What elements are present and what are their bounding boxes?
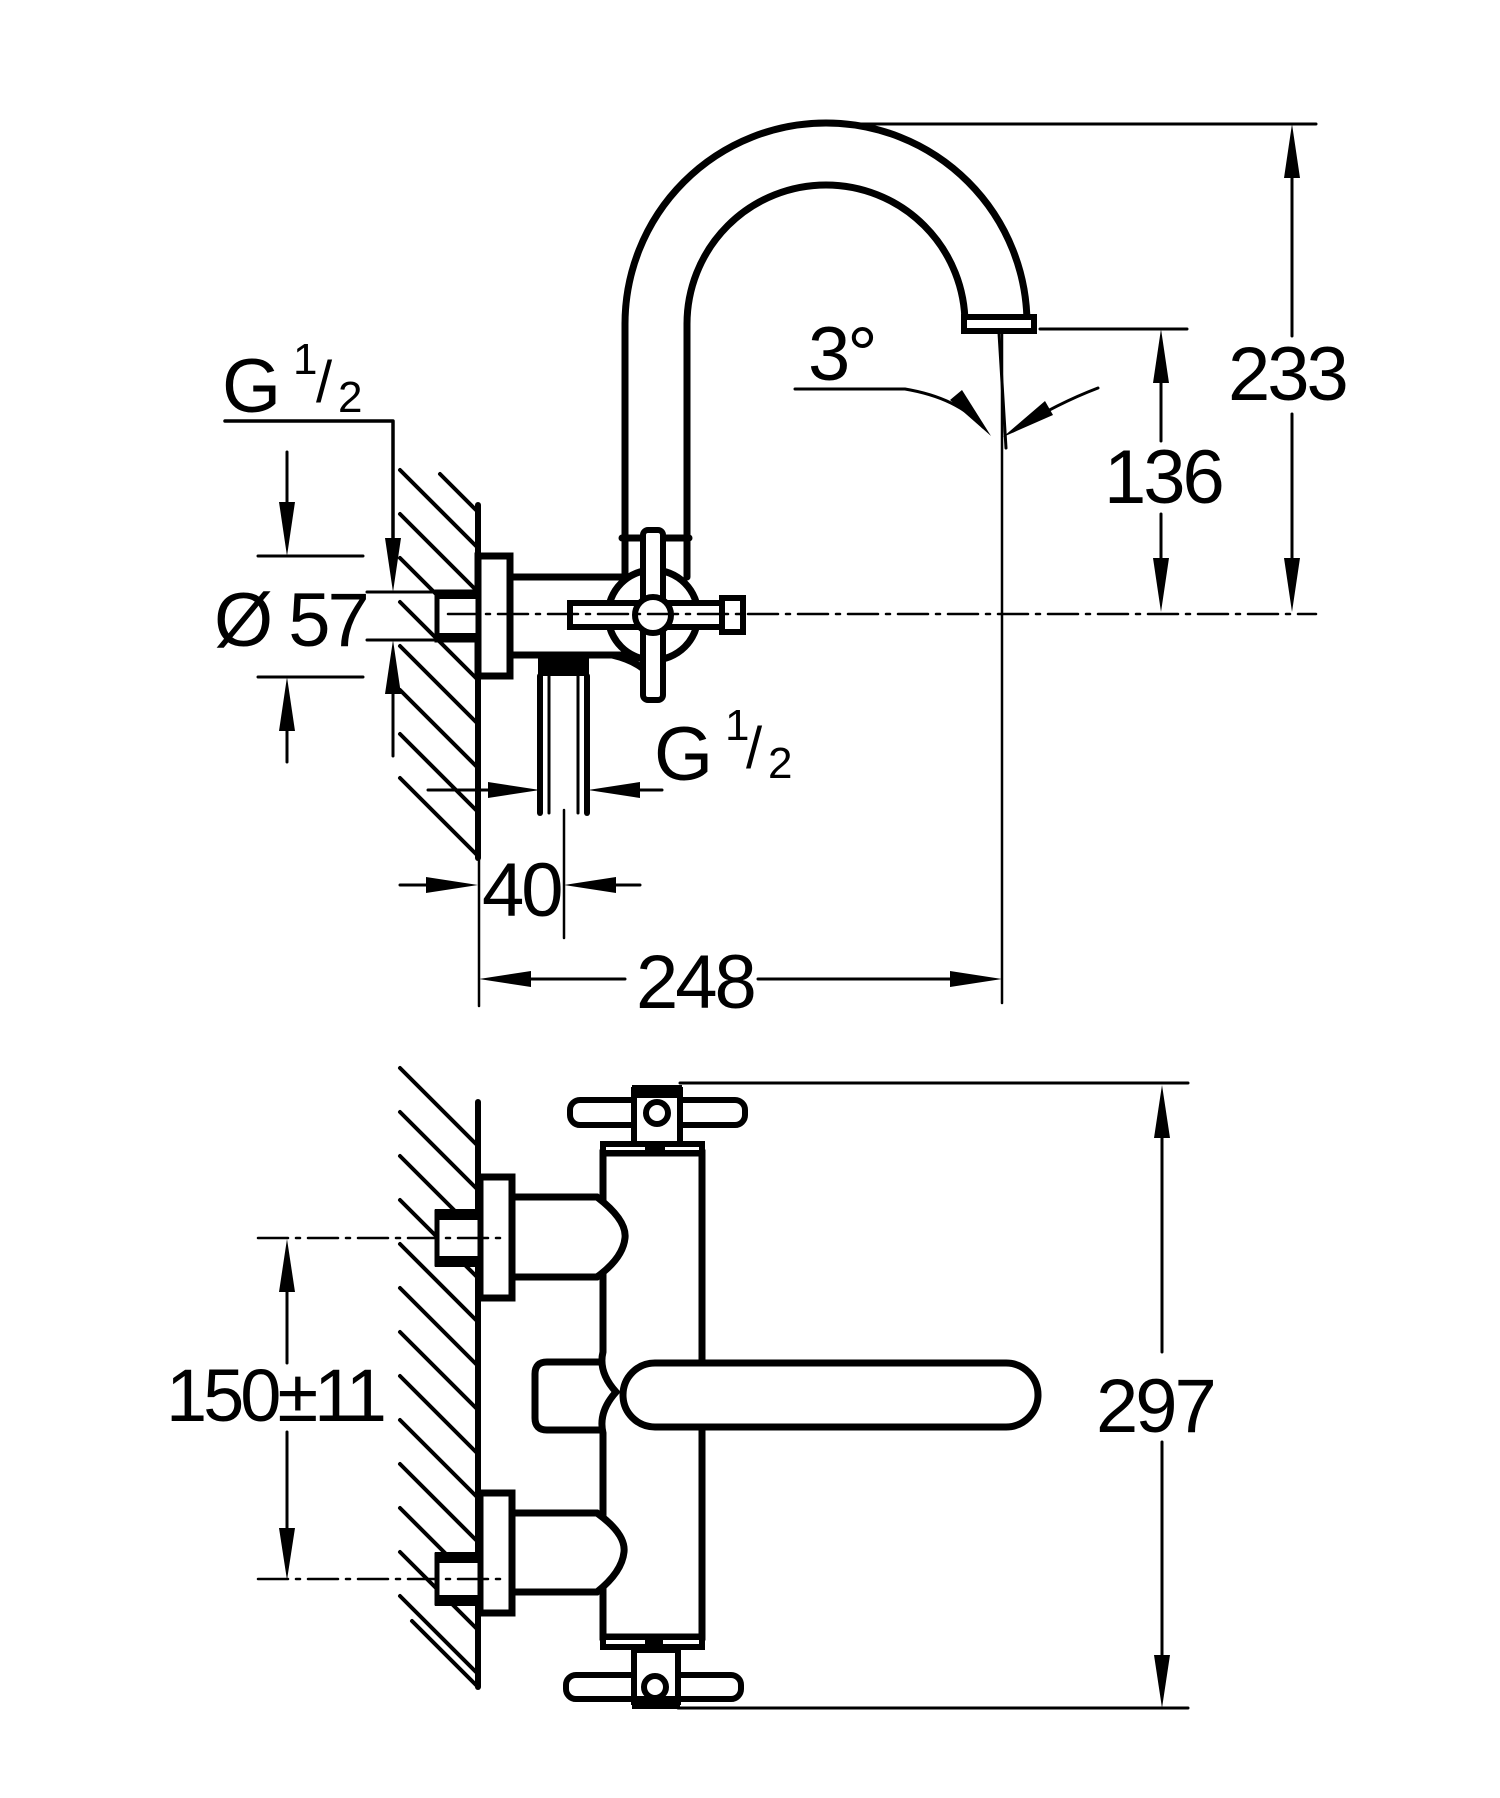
spout-stub [531, 1358, 604, 1434]
dimension-outlet-height: 136 [1104, 329, 1225, 612]
spout-thread-denominator: 2 [768, 739, 792, 788]
spout-outlet-rim [961, 314, 1037, 334]
outlet-height-label: 136 [1104, 435, 1222, 520]
spout-outer-arc [621, 119, 1031, 328]
dimension-spout-projection: 248 [479, 940, 1002, 1025]
dimension-overall-width: 297 [676, 1081, 1217, 1710]
dimension-connection-distance: 150±11 [166, 1239, 388, 1580]
hex-union [434, 589, 481, 643]
body-bottom-cap-key [645, 1635, 663, 1649]
lower-supply-pipe [508, 1509, 628, 1596]
wall-thread-numerator: 1 [293, 335, 317, 384]
dimension-outlet-offset: 40 [398, 808, 642, 1008]
wall-thread-label: G [222, 344, 278, 429]
dimension-spout-angle: 3° [793, 312, 1100, 450]
outlet-tube [537, 673, 590, 816]
overall-height-label: 233 [1228, 332, 1346, 417]
overall-width-label: 297 [1096, 1364, 1214, 1449]
dimension-wall-thread: G 1 / 2 [222, 335, 439, 758]
spout-inner-arc [683, 181, 969, 328]
spout-projection-label: 248 [636, 940, 754, 1025]
spout-thread-numerator: 1 [725, 701, 749, 750]
escutcheon [474, 552, 514, 680]
wall-hatching [398, 468, 480, 858]
angle-label: 3° [808, 312, 875, 397]
outlet-tube-nut [538, 652, 589, 676]
upper-cross-handle [567, 1085, 748, 1147]
spout-thread-slash: / [746, 716, 763, 781]
dimension-spout-thread: G 1 / 2 [426, 701, 792, 798]
wall-thread-slash: / [316, 350, 333, 415]
wall-thread-denominator: 2 [338, 373, 362, 422]
upper-supply-pipe [508, 1193, 629, 1281]
spout-capsule [619, 1359, 1042, 1431]
lower-cross-handle [563, 1647, 744, 1709]
dimension-overall-height: 233 [1228, 124, 1349, 612]
side-view: G 1 / 2 Ø 57 3° [214, 119, 1349, 1025]
plan-view: 150±11 297 [166, 1066, 1217, 1710]
connection-distance-label: 150±11 [166, 1354, 384, 1437]
spout-thread-label: G [654, 712, 710, 797]
outlet-offset-label: 40 [482, 848, 561, 933]
dimension-escutcheon-diameter: Ø 57 [214, 450, 370, 764]
lower-escutcheon [476, 1489, 516, 1617]
diameter-label: Ø 57 [214, 578, 367, 663]
